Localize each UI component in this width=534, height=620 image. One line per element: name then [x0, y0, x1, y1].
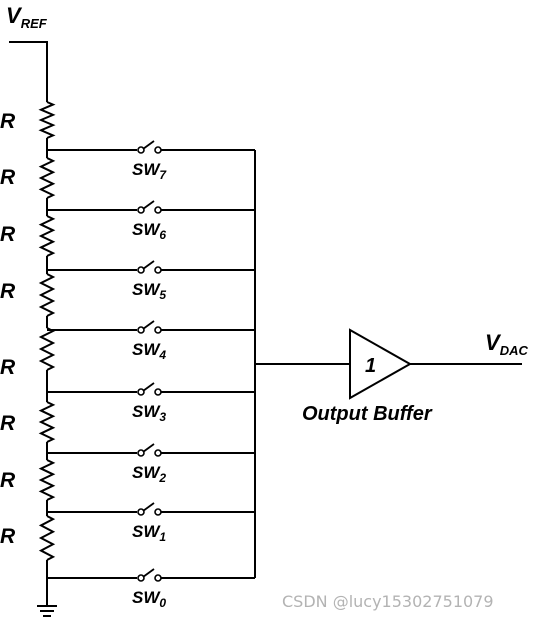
vref-label: VREF — [6, 3, 48, 31]
resistor-5 — [38, 401, 56, 443]
ground-symbol — [37, 578, 57, 617]
vref-input: VREF — [6, 3, 48, 102]
buffer-triangle — [349, 328, 413, 400]
switch-sw7: SW7 — [47, 140, 255, 182]
resistor-label: R — [0, 525, 16, 548]
resistor-0 — [38, 101, 56, 139]
switch-sw1: SW1 — [47, 502, 255, 544]
resistor-label: R — [0, 412, 16, 435]
output-buffer: 1 Output Buffer — [302, 328, 433, 425]
resistor-4 — [38, 327, 56, 371]
switch-sw3: SW3 — [47, 382, 255, 424]
switch-label: SW1 — [132, 522, 166, 544]
switch-label: SW2 — [132, 463, 166, 485]
resistor-7 — [38, 515, 56, 561]
resistor-3 — [38, 273, 56, 317]
resistor-label: R — [0, 166, 16, 189]
switch-label: SW7 — [132, 160, 167, 182]
switch-sw2: SW2 — [47, 443, 255, 485]
buffer-gain: 1 — [365, 355, 376, 377]
resistor-label: R — [0, 280, 16, 303]
switch-label: SW4 — [132, 340, 166, 362]
resistor-ladder: R R R R R R R R — [0, 101, 56, 578]
resistor-label: R — [0, 469, 16, 492]
resistor-label: R — [0, 223, 16, 246]
switch-sw5: SW5 — [47, 260, 255, 302]
switch-sw4: SW4 — [47, 320, 255, 362]
switch-label: SW5 — [132, 280, 166, 302]
watermark: CSDN @lucy15302751079 — [282, 592, 494, 611]
vdac-label: VDAC — [485, 330, 528, 358]
resistor-label: R — [0, 110, 16, 133]
resistor-2 — [38, 215, 56, 257]
resistor-6 — [38, 459, 56, 501]
switch-label: SW3 — [132, 402, 166, 424]
switch-label: SW6 — [132, 220, 166, 242]
resistor-1 — [38, 157, 56, 199]
switch-label: SW0 — [132, 588, 166, 610]
switch-sw0: SW0 — [47, 568, 255, 610]
resistor-label: R — [0, 356, 16, 379]
buffer-label: Output Buffer — [302, 403, 433, 425]
switch-sw6: SW6 — [47, 200, 255, 242]
